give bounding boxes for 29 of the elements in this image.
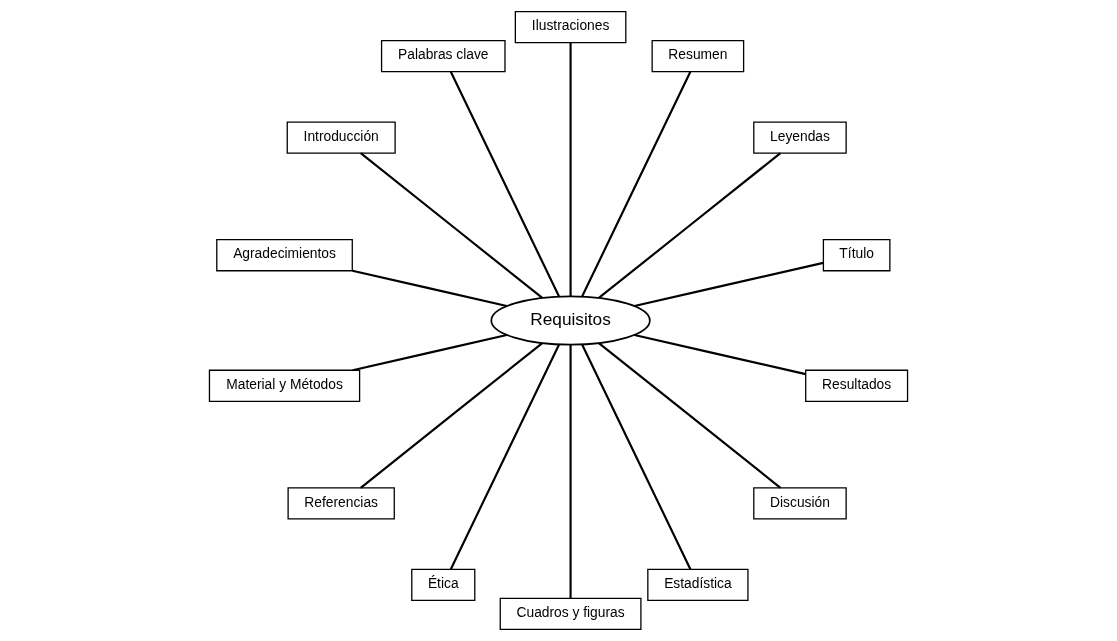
node-box: Resultados (805, 369, 909, 402)
connector (569, 345, 572, 599)
connector (598, 152, 782, 299)
node-box: Palabras clave (380, 39, 506, 73)
connector (360, 152, 543, 299)
connector (634, 261, 824, 307)
connector (449, 344, 560, 570)
node-box: Resumen (651, 39, 745, 73)
connector (352, 269, 507, 307)
node-box: Material y Métodos (208, 369, 361, 402)
node-box: Leyendas (753, 121, 847, 154)
node-box: Ética (411, 568, 476, 602)
connector (634, 334, 806, 376)
node-box: Referencias (287, 487, 395, 520)
node-box: Discusión (753, 487, 847, 520)
node-box: Título (822, 239, 891, 272)
node-box: Agradecimientos (216, 239, 353, 272)
node-ellipse: Requisitos (490, 295, 651, 346)
connector (569, 42, 572, 296)
connector (449, 71, 560, 297)
node-box: Introducción (286, 121, 396, 154)
connector (352, 334, 507, 372)
connector (581, 71, 692, 297)
connector (581, 344, 692, 570)
node-box: Estadística (647, 568, 749, 602)
node-box: Cuadros y figuras (499, 597, 642, 631)
connector (598, 342, 782, 489)
connector (360, 342, 543, 489)
node-box: Ilustraciones (514, 10, 627, 44)
